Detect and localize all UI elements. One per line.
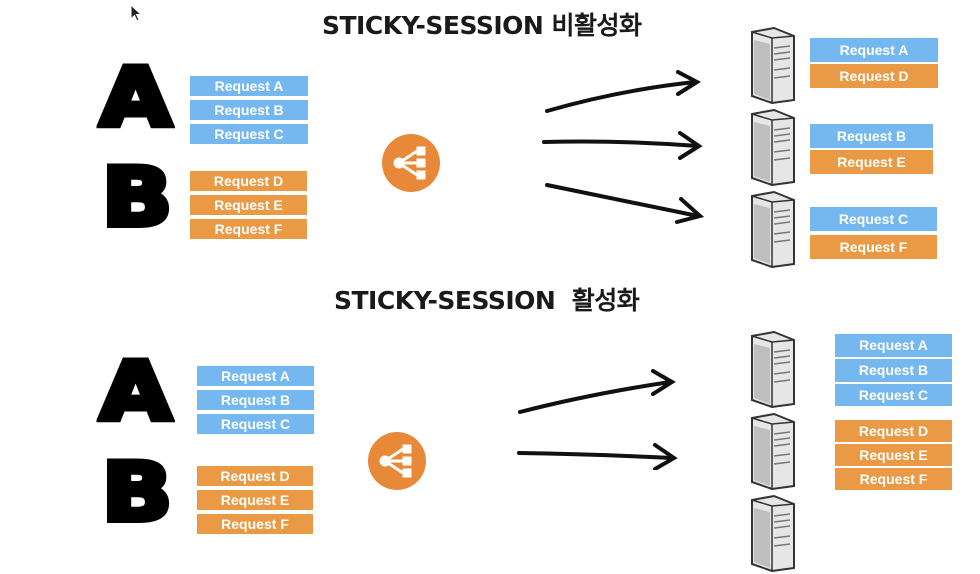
request-a-bottom: Request A xyxy=(197,366,314,388)
server-icon xyxy=(751,330,795,408)
request-a-top: Request A xyxy=(190,76,308,98)
queue2-request-d: Request D xyxy=(835,420,952,444)
client-b-label: B xyxy=(99,446,176,539)
request-f-top: Request F xyxy=(190,219,307,241)
queue1-request-a: Request A xyxy=(835,334,952,359)
request-e-top: Request E xyxy=(190,195,307,217)
arrows-bottom xyxy=(517,369,678,470)
server3-request-f: Request F xyxy=(810,235,937,261)
queue2-request-e: Request E xyxy=(835,444,952,468)
queue1-request-b: Request B xyxy=(835,359,952,384)
client-a-label: A xyxy=(97,51,175,144)
server1-request-d: Request D xyxy=(810,64,938,90)
request-d-top: Request D xyxy=(190,171,307,193)
server3-request-c: Request C xyxy=(810,207,937,233)
request-c-top: Request C xyxy=(190,124,308,146)
server-icon xyxy=(751,26,795,104)
server-icon xyxy=(751,190,795,268)
server-icon xyxy=(751,108,795,186)
mouse-cursor-icon xyxy=(130,4,143,22)
load-balancer-icon xyxy=(382,134,440,192)
request-e-bottom: Request E xyxy=(197,490,313,512)
title-sticky-enabled: STICKY-SESSION 활성화 xyxy=(334,286,640,315)
request-b-bottom: Request B xyxy=(197,390,314,412)
queue2-request-f: Request F xyxy=(835,468,952,492)
server2-request-e: Request E xyxy=(810,150,933,176)
server-icon xyxy=(751,412,795,490)
request-d-bottom: Request D xyxy=(197,466,313,488)
server2-request-b: Request B xyxy=(810,124,933,150)
request-b-top: Request B xyxy=(190,100,308,122)
title-sticky-disabled: STICKY-SESSION 비활성화 xyxy=(322,11,642,40)
request-f-bottom: Request F xyxy=(197,514,313,536)
queue1-request-c: Request C xyxy=(835,384,952,408)
load-balancer-icon xyxy=(368,432,426,490)
arrows-top xyxy=(542,70,705,224)
client-a-label: A xyxy=(97,345,175,438)
client-b-label: B xyxy=(99,151,176,244)
server1-request-a: Request A xyxy=(810,38,938,64)
request-c-bottom: Request C xyxy=(197,414,314,436)
server-icon xyxy=(751,494,795,572)
